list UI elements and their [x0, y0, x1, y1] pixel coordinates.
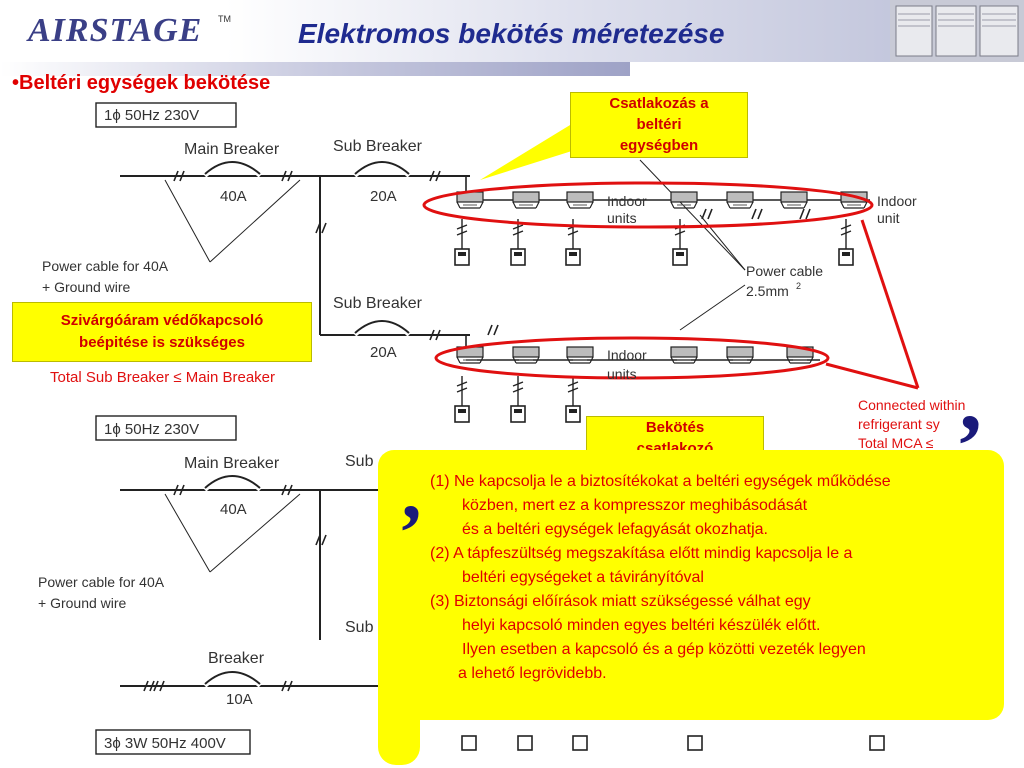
note-1-line1: (1) Ne kapcsolja le a biztosítékokat a b… [430, 473, 891, 490]
power-cable-size-label-2: 2.5mm [746, 283, 789, 299]
callout-left-line1: Szivárgóáram védőkapcsoló [60, 312, 264, 329]
power-cable-size-label-1: Power cable [746, 263, 823, 279]
header-divider [0, 62, 630, 76]
note-1-line2: közben, mert ez a kompresszor meghibásod… [462, 497, 808, 514]
note-3-line1: (3) Biztonsági előírások miatt szükséges… [430, 593, 811, 610]
supply-label-bottom: 1ϕ 50Hz 230V [104, 421, 199, 438]
callout-top-line3: egységben [619, 137, 699, 154]
note-2-line1: (2) A tápfeszültség megszakítása előtt m… [430, 545, 853, 562]
main-breaker-rating-top: 40A [220, 188, 247, 205]
indoor-unit-label-1: Indoor [877, 193, 917, 209]
logo-text: AIRSTAGE [28, 12, 203, 49]
total-breaker-rule: Total Sub Breaker ≤ Main Breaker [50, 369, 275, 386]
breaker-label: Breaker [208, 650, 265, 667]
connected-note-line3: Total MCA ≤ [858, 435, 934, 451]
indoor-units-label-lower-2: units [607, 366, 637, 382]
close-quote-icon: ’ [955, 397, 985, 496]
notes-text: (1) Ne kapcsolja le a biztosítékokat a b… [430, 470, 891, 686]
supply-label-top: 1ϕ 50Hz 230V [104, 107, 199, 124]
power-cable-label-bottom: Power cable for 40A [38, 574, 165, 590]
main-breaker-label-top: Main Breaker [184, 141, 280, 158]
note-1-line3: és a beltéri egységek lefagyását okozhat… [462, 521, 768, 538]
open-quote-icon: ‚ [398, 448, 425, 536]
callout-top-line2: beltéri [636, 116, 682, 133]
sub-label-partial: Sub [345, 453, 374, 470]
indoor-units-label-lower-1: Indoor [607, 347, 647, 363]
power-cable-size-superscript: 2 [796, 281, 801, 291]
section-title: •Beltéri egységek bekötése [12, 72, 271, 94]
notes-panel [378, 450, 1004, 720]
sub-breaker-rating-top-2: 20A [370, 344, 397, 361]
indoor-units-label-top-1: Indoor [607, 193, 647, 209]
outdoor-units-image [890, 0, 1024, 62]
sub-label-partial-2: Sub [345, 619, 374, 636]
power-cable-label-top: Power cable for 40A [42, 258, 169, 274]
indoor-units-label-top-2: units [607, 210, 637, 226]
note-3-line3: Ilyen esetben a kapcsoló és a gép között… [462, 641, 866, 658]
connected-note-line2: refrigerant sy [858, 416, 940, 432]
sub-breaker-label-top: Sub Breaker [333, 138, 423, 155]
ground-wire-label-top: + Ground wire [42, 279, 131, 295]
callout-left-line2: beépitése is szükséges [79, 334, 245, 351]
sub-breaker-label-top-2: Sub Breaker [333, 295, 423, 312]
main-breaker-label-bottom: Main Breaker [184, 455, 280, 472]
callout-mid-line1: Bekötés [645, 419, 705, 436]
wiring-diagram: 1ϕ 50Hz 230V Main Breaker 40A Sub Breake… [38, 102, 965, 755]
note-3-line2: helyi kapcsoló minden egyes beltéri kész… [462, 617, 821, 634]
note-3-line4: a lehető legrövidebb. [458, 665, 607, 682]
sub-breaker-rating-top: 20A [370, 188, 397, 205]
callout-indoor-connection: Csatlakozás a beltéri egységben [570, 92, 748, 158]
ground-wire-label-bottom: + Ground wire [38, 595, 127, 611]
callout-leakage-breaker: Szivárgóáram védőkapcsoló beépitése is s… [12, 302, 312, 362]
page-title: Elektromos bekötés méretezése [298, 18, 725, 49]
breaker-rating: 10A [226, 691, 253, 708]
logo-trademark: TM [218, 14, 231, 24]
note-2-line2: beltéri egységeket a távirányítóval [462, 569, 704, 586]
connected-note-line1: Connected within [858, 397, 965, 413]
callout-top-line1: Csatlakozás a [609, 95, 709, 112]
supply-label-3phase: 3ϕ 3W 50Hz 400V [104, 735, 226, 752]
indoor-unit-label-2: unit [877, 210, 900, 226]
main-breaker-rating-bottom: 40A [220, 501, 247, 518]
brand-logo [10, 10, 230, 50]
